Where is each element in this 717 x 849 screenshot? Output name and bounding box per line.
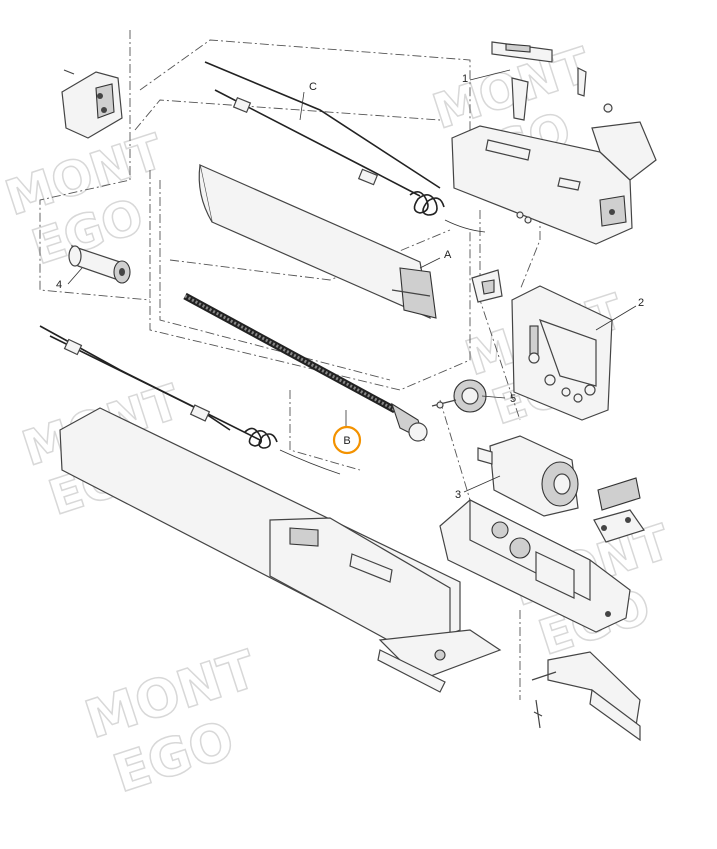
roller-part xyxy=(68,245,131,284)
terminal-block xyxy=(593,477,645,543)
label-5: 5 xyxy=(510,393,516,405)
label-2: 2 xyxy=(638,297,644,309)
top-cover xyxy=(451,103,657,245)
bottom-bracket xyxy=(531,651,641,742)
clip-part xyxy=(471,269,503,303)
part-b-highlight[interactable]: B xyxy=(332,425,362,455)
highlight-ring xyxy=(332,425,362,455)
worm-shaft xyxy=(183,292,428,442)
watermark-bottom-left: MONT EGO xyxy=(78,639,265,806)
housing-tube xyxy=(198,163,437,320)
gear-part xyxy=(431,379,487,413)
cable-c xyxy=(204,61,486,233)
cable-lower xyxy=(39,325,341,475)
label-b: B xyxy=(343,435,350,447)
label-c: C xyxy=(309,81,317,93)
lower-shell xyxy=(439,499,631,633)
actuator-body xyxy=(59,407,502,693)
mounting-plate xyxy=(511,285,613,421)
label-1: 1 xyxy=(462,73,468,85)
label-leaders xyxy=(67,69,637,493)
label-a: A xyxy=(444,249,452,261)
label-3: 3 xyxy=(455,489,461,501)
label-4: 4 xyxy=(56,279,62,291)
top-bracket xyxy=(491,41,587,121)
end-cap xyxy=(61,69,123,139)
motor xyxy=(477,435,579,517)
